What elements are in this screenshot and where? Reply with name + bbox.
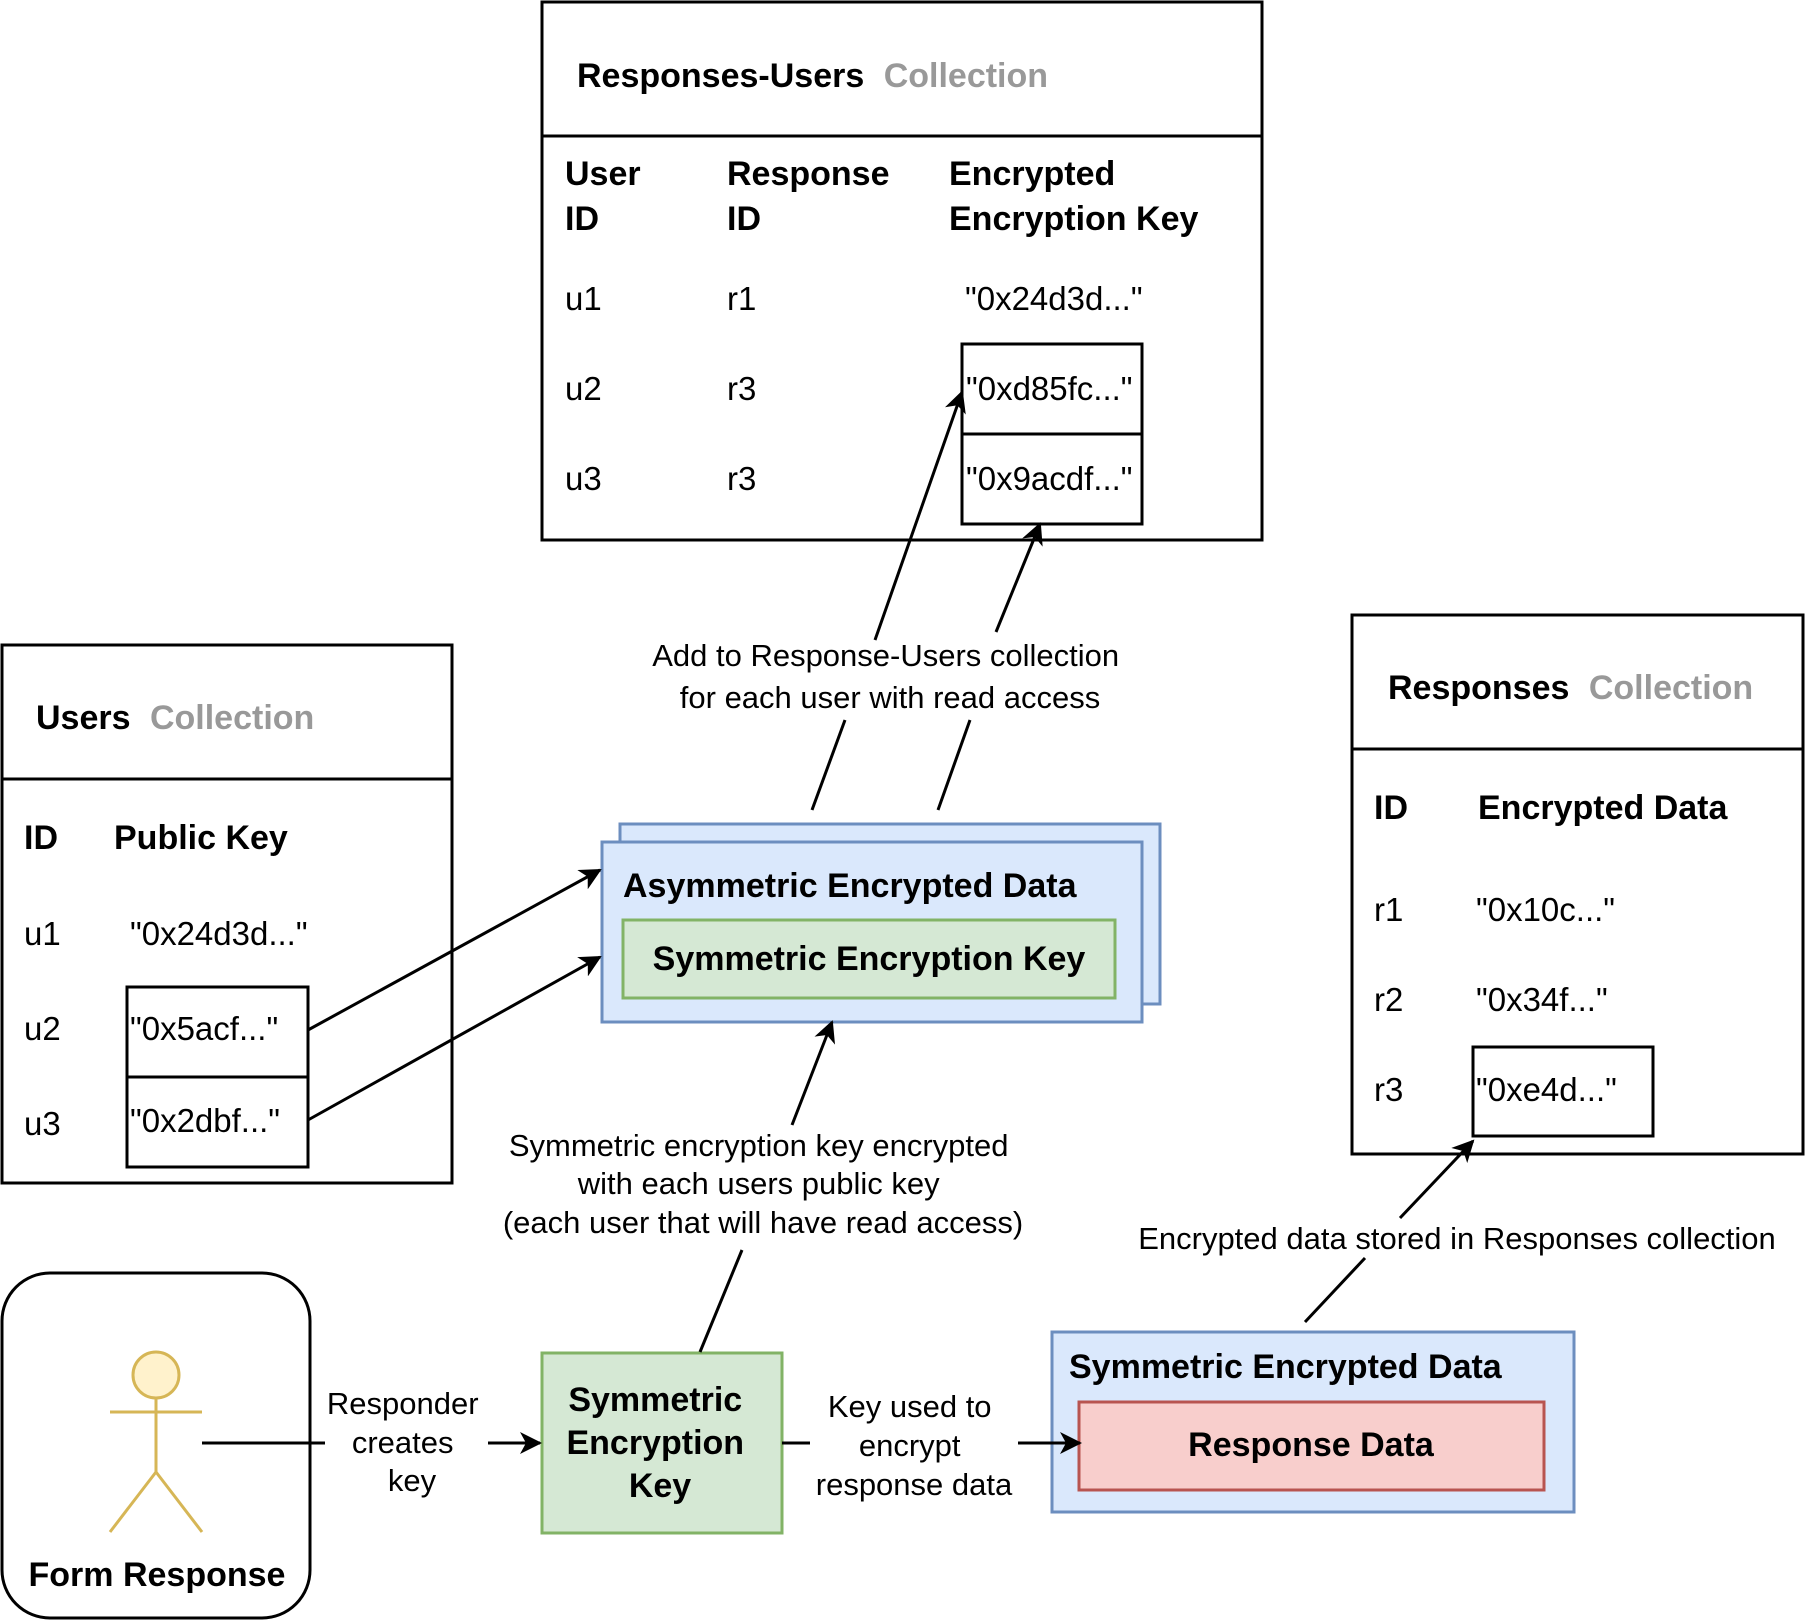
table-cell: r1 <box>1374 891 1403 928</box>
table-cell: u3 <box>565 460 602 497</box>
column-header-id: ID <box>1374 789 1408 827</box>
column-header-id: ID <box>24 819 58 857</box>
inner-symmetric-key-box <box>621 918 1117 1000</box>
responses-collection: Responses Collection ID Encrypted Data r… <box>1350 613 1805 1156</box>
label-add-to-collection: Add to Response-Users collection for eac… <box>652 638 1128 715</box>
table-cell: "0x34f..." <box>1476 981 1608 1018</box>
label-encrypted-with-public-key: Symmetric encryption key encrypted with … <box>503 1128 1023 1240</box>
symmetric-key-label: Symmetric Encryption Key <box>566 1381 753 1505</box>
connector-data-to-responses-arrow <box>1398 1139 1475 1220</box>
connector-asym-to-ru-1 <box>810 719 847 811</box>
responses-users-collection: Responses-Users Collection User ID Respo… <box>540 0 1264 542</box>
table-cell: u2 <box>565 370 602 407</box>
table-cell: u1 <box>24 915 61 952</box>
connectors <box>202 390 1475 1454</box>
connector-u3-key-to-asymmetric <box>307 955 602 1122</box>
inner-symmetric-key-label: Symmetric Encryption Key <box>653 940 1086 978</box>
column-header-public-key: Public Key <box>114 819 288 857</box>
column-header-response-id: Response ID <box>727 155 899 238</box>
edge-labels: Add to Response-Users collection for eac… <box>327 638 1776 1502</box>
column-header-user-id: User ID <box>565 155 650 238</box>
table-cell: "0x24d3d..." <box>130 915 308 952</box>
table-cell: u3 <box>24 1105 61 1142</box>
table-cell: u2 <box>24 1010 61 1047</box>
symmetric-data-title: Symmetric Encrypted Data <box>1069 1348 1503 1386</box>
connector-data-to-responses <box>1303 1256 1367 1324</box>
table-cell: "0x9acdf..." <box>966 460 1133 497</box>
users-title-suffix: Collection <box>150 699 314 737</box>
table-cell: "0xe4d..." <box>1476 1071 1617 1108</box>
asymmetric-encrypted-data: Asymmetric Encrypted Data Symmetric Encr… <box>600 822 1162 1024</box>
symmetric-encrypted-data: Symmetric Encrypted Data Response Data <box>1050 1330 1576 1514</box>
label-key-used-to-encrypt: Key used to encrypt response data <box>816 1389 1013 1502</box>
responses-title: Responses Collection <box>1388 669 1753 707</box>
table-cell: "0x24d3d..." <box>965 280 1143 317</box>
table-cell: r3 <box>1374 1071 1403 1108</box>
table-cell: r3 <box>727 370 756 407</box>
table-cell: "0x5acf..." <box>130 1010 278 1047</box>
public-key-cell-box <box>125 985 310 1079</box>
connector-asym-to-ru-2 <box>936 719 972 811</box>
column-header-encrypted-data: Encrypted Data <box>1478 789 1728 827</box>
connector-key-to-asymmetric <box>698 1249 744 1353</box>
table-cell: "0x2dbf..." <box>130 1102 280 1139</box>
connector-asym-to-ru-2-arrow <box>994 522 1043 633</box>
table-cell: "0xd85fc..." <box>966 370 1133 407</box>
users-collection: Users Collection ID Public Key u1 "0x24d… <box>0 643 454 1185</box>
responses-users-title-suffix: Collection <box>884 57 1048 95</box>
encrypted-key-cell-box <box>960 432 1144 526</box>
symmetric-encryption-key: Symmetric Encryption Key <box>540 1351 784 1535</box>
label-responder-creates-key: Responder creates key <box>327 1386 487 1498</box>
public-key-cell-box <box>125 1075 310 1169</box>
label-stored-in-responses: Encrypted data stored in Responses colle… <box>1138 1221 1776 1256</box>
actor-label: Form Response <box>29 1556 286 1594</box>
encrypted-key-cell-box <box>960 342 1144 436</box>
form-response-actor: Form Response <box>0 1271 312 1620</box>
table-cell: u1 <box>565 280 602 317</box>
response-data-label: Response Data <box>1188 1426 1435 1464</box>
users-title: Users Collection <box>36 699 314 737</box>
asymmetric-title: Asymmetric Encrypted Data <box>623 867 1078 905</box>
person-icon <box>108 1350 204 1533</box>
connector-asym-to-ru-1-arrow <box>873 390 966 641</box>
responses-users-title-main: Responses-Users <box>577 57 864 95</box>
table-cell: r1 <box>727 280 756 317</box>
table-cell: r2 <box>1374 981 1403 1018</box>
table-cell: "0x10c..." <box>1476 891 1615 928</box>
encrypted-data-cell-box <box>1471 1045 1655 1138</box>
connector-u2-key-to-asymmetric <box>307 868 602 1032</box>
connector-key-to-asymmetric-arrow <box>790 1020 836 1126</box>
column-header-encrypted-key: Encrypted Encryption Key <box>949 155 1198 238</box>
table-cell: r3 <box>727 460 756 497</box>
responses-title-main: Responses <box>1388 669 1569 707</box>
responses-title-suffix: Collection <box>1589 669 1753 707</box>
responses-users-title: Responses-Users Collection <box>577 57 1048 95</box>
response-data-box <box>1077 1400 1546 1492</box>
symmetric-key-box <box>540 1351 784 1535</box>
users-title-main: Users <box>36 699 131 737</box>
